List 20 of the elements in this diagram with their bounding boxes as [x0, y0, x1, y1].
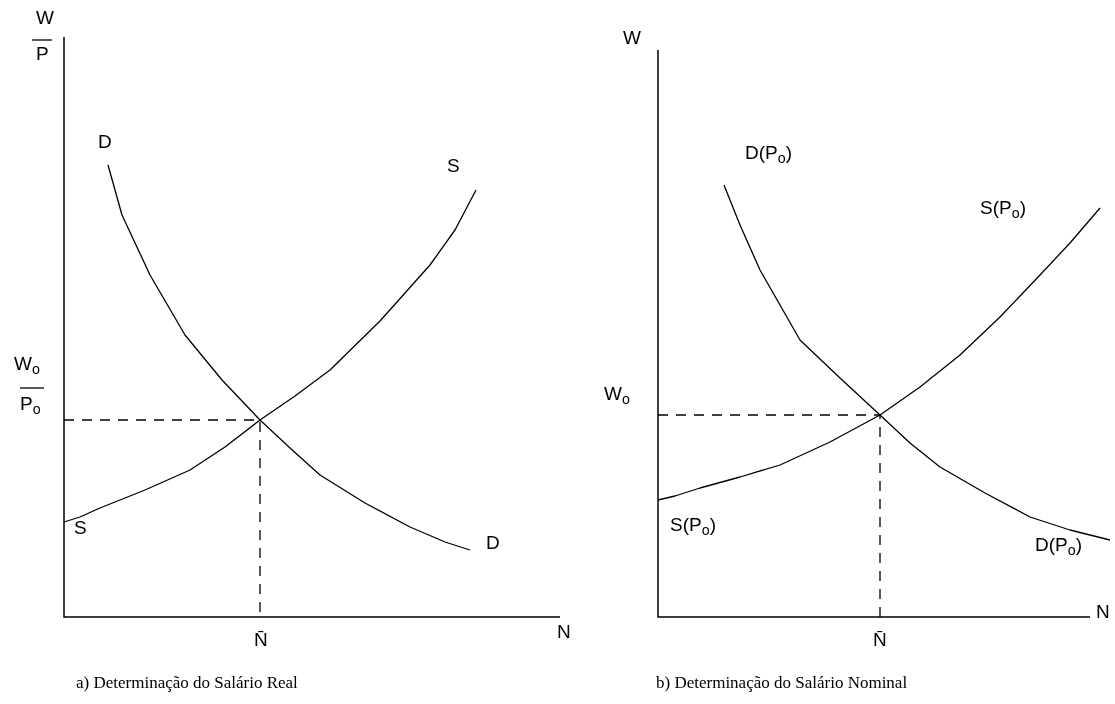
axis-label: W [623, 28, 641, 47]
curve-label: D(P$_{o}$) [1035, 535, 1082, 554]
curve-label: S(P$_{o}$) [980, 198, 1026, 217]
caption: b) Determinação do Salário Nominal [656, 672, 908, 694]
axis-label: N [557, 622, 571, 641]
curve-label: S [447, 156, 460, 175]
curve-label: S(P$_{o}$) [670, 515, 716, 534]
curve-label: D [486, 533, 500, 552]
axis-label: N̄ [873, 630, 887, 649]
curve-label: D [98, 132, 112, 151]
caption: a) Determinação do Salário Real [76, 672, 298, 694]
axis-label: N [1096, 602, 1110, 621]
curve-label: D(P$_{o}$) [745, 143, 792, 162]
axis-label: W [36, 8, 54, 27]
axis-label: W$_{o}$ [14, 354, 40, 373]
axis-label: N̄ [254, 630, 268, 649]
axis-label: P [36, 44, 49, 63]
axis-label: W$_{o}$ [604, 384, 630, 403]
axis-label: P$_{o}$ [20, 394, 41, 413]
curve-label: S [74, 518, 87, 537]
